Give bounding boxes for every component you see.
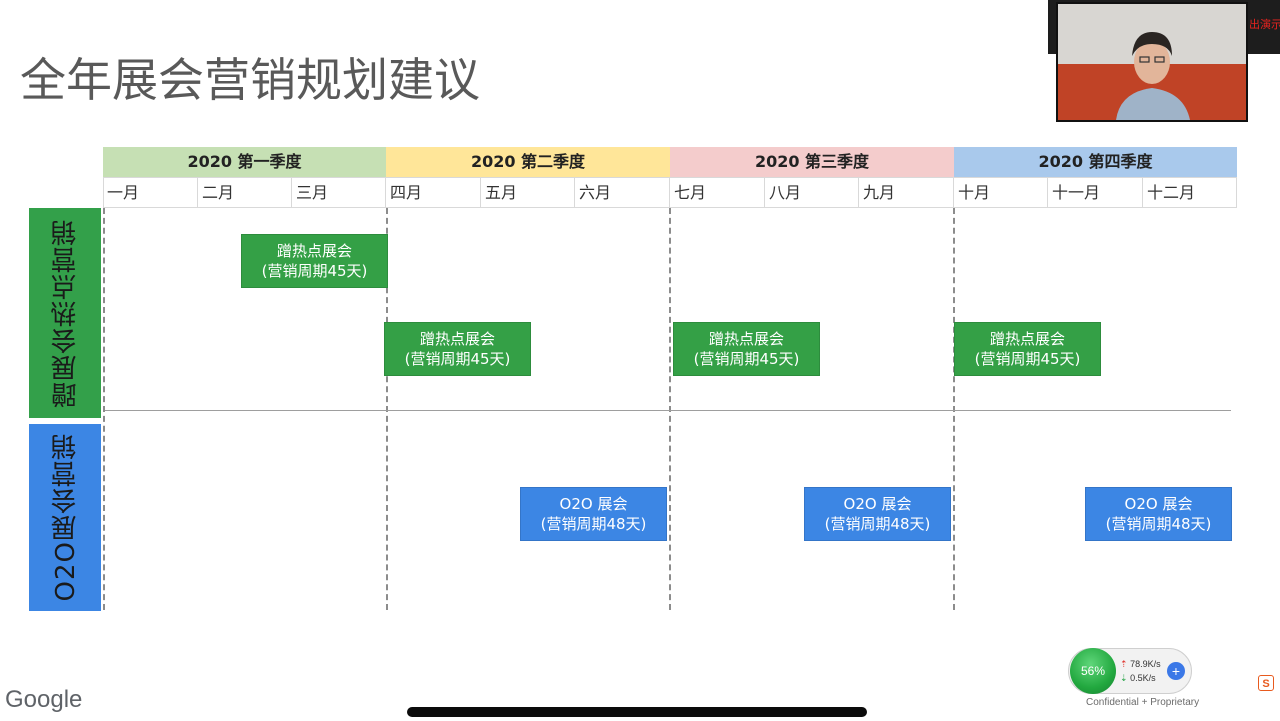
confidential-footer: Confidential + Proprietary [1086, 697, 1200, 708]
box-period: (营销周期48天) [824, 515, 931, 533]
quarter-header-label: 2020 第三季度 [754, 152, 870, 171]
gridline-q2-q3 [669, 208, 671, 610]
box-title: 蹭热点展会 [989, 330, 1065, 348]
month-cell: 三月 [292, 178, 386, 208]
month-cell: 五月 [481, 178, 575, 208]
download-speed-value: 0.5K/s [1130, 673, 1156, 683]
webcam-label[interactable]: 出演示 [1249, 18, 1280, 31]
quarter-header-q1: 2020 第一季度 [103, 147, 386, 177]
month-cell: 八月 [765, 178, 859, 208]
gridline-left [103, 208, 105, 610]
box-title: O2O 展会 [843, 495, 912, 513]
quarter-header-q4: 2020 第四季度 [954, 147, 1237, 177]
hot-exhibition-box: 蹭热点展会 (营销周期45天) [384, 322, 531, 376]
quarter-header-q2: 2020 第二季度 [386, 147, 670, 177]
hot-exhibition-box: 蹭热点展会 (营销周期45天) [954, 322, 1101, 376]
month-cell: 六月 [575, 178, 670, 208]
box-period: (营销周期45天) [974, 350, 1081, 368]
month-cell: 四月 [386, 178, 481, 208]
box-period: (营销周期45天) [693, 350, 800, 368]
o2o-exhibition-box: O2O 展会 (营销周期48天) [804, 487, 951, 541]
quarter-header-label: 2020 第一季度 [187, 152, 302, 171]
row-label-hot-marketing: 蹭展会热点营销 [29, 208, 101, 418]
gridline-q3-q4 [953, 208, 955, 610]
row-label-o2o-marketing: O2O展会营销 [29, 424, 101, 611]
upload-arrow-icon: ⇡ [1120, 659, 1128, 669]
month-cell: 一月 [103, 178, 198, 208]
upload-speed-value: 78.9K/s [1130, 659, 1161, 669]
o2o-exhibition-box: O2O 展会 (营销周期48天) [1085, 487, 1232, 541]
cpu-usage-value: 56% [1080, 664, 1106, 678]
google-logo: Google [5, 686, 83, 713]
quarter-header-label: 2020 第四季度 [1038, 152, 1153, 171]
home-indicator[interactable] [407, 707, 867, 717]
box-title: 蹭热点展会 [276, 242, 352, 260]
quarter-header-q3: 2020 第三季度 [670, 147, 954, 177]
hot-exhibition-box: 蹭热点展会 (营销周期45天) [673, 322, 820, 376]
webcam-video[interactable] [1056, 2, 1248, 122]
month-cell: 十二月 [1147, 183, 1196, 202]
month-cell: 二月 [198, 178, 292, 208]
box-period: (营销周期48天) [540, 515, 647, 533]
box-title: 蹭热点展会 [419, 330, 495, 348]
row-label-text: 蹭展会热点营销 [50, 218, 81, 408]
month-row [103, 177, 1237, 208]
box-period: (营销周期48天) [1105, 515, 1212, 533]
month-cell: 七月 [670, 178, 765, 208]
input-method-icon[interactable]: S [1258, 675, 1274, 691]
box-title: 蹭热点展会 [708, 330, 784, 348]
hot-exhibition-box: 蹭热点展会 (营销周期45天) [241, 234, 388, 288]
row-label-text: O2O展会营销 [50, 433, 81, 602]
o2o-exhibition-box: O2O 展会 (营销周期48天) [520, 487, 667, 541]
download-speed: ⇣ 0.5K/s [1120, 673, 1156, 684]
month-cell: 十一月 [1048, 178, 1143, 208]
upload-speed: ⇡ 78.9K/s [1120, 659, 1161, 670]
gridline-q1-q2 [386, 208, 388, 610]
presenter-video [1058, 4, 1246, 120]
row-separator [105, 410, 1231, 411]
plus-icon[interactable]: + [1167, 662, 1185, 680]
month-cell: 十月 [954, 178, 1048, 208]
slide-title: 全年展会营销规划建议 [20, 53, 480, 107]
quarter-header-label: 2020 第二季度 [470, 152, 586, 171]
cpu-usage-gauge[interactable]: 56% [1070, 648, 1116, 694]
box-period: (营销周期45天) [404, 350, 511, 368]
month-cell: 九月 [859, 178, 954, 208]
box-period: (营销周期45天) [261, 262, 368, 280]
download-arrow-icon: ⇣ [1120, 673, 1128, 683]
box-title: O2O 展会 [559, 495, 628, 513]
box-title: O2O 展会 [1124, 495, 1193, 513]
